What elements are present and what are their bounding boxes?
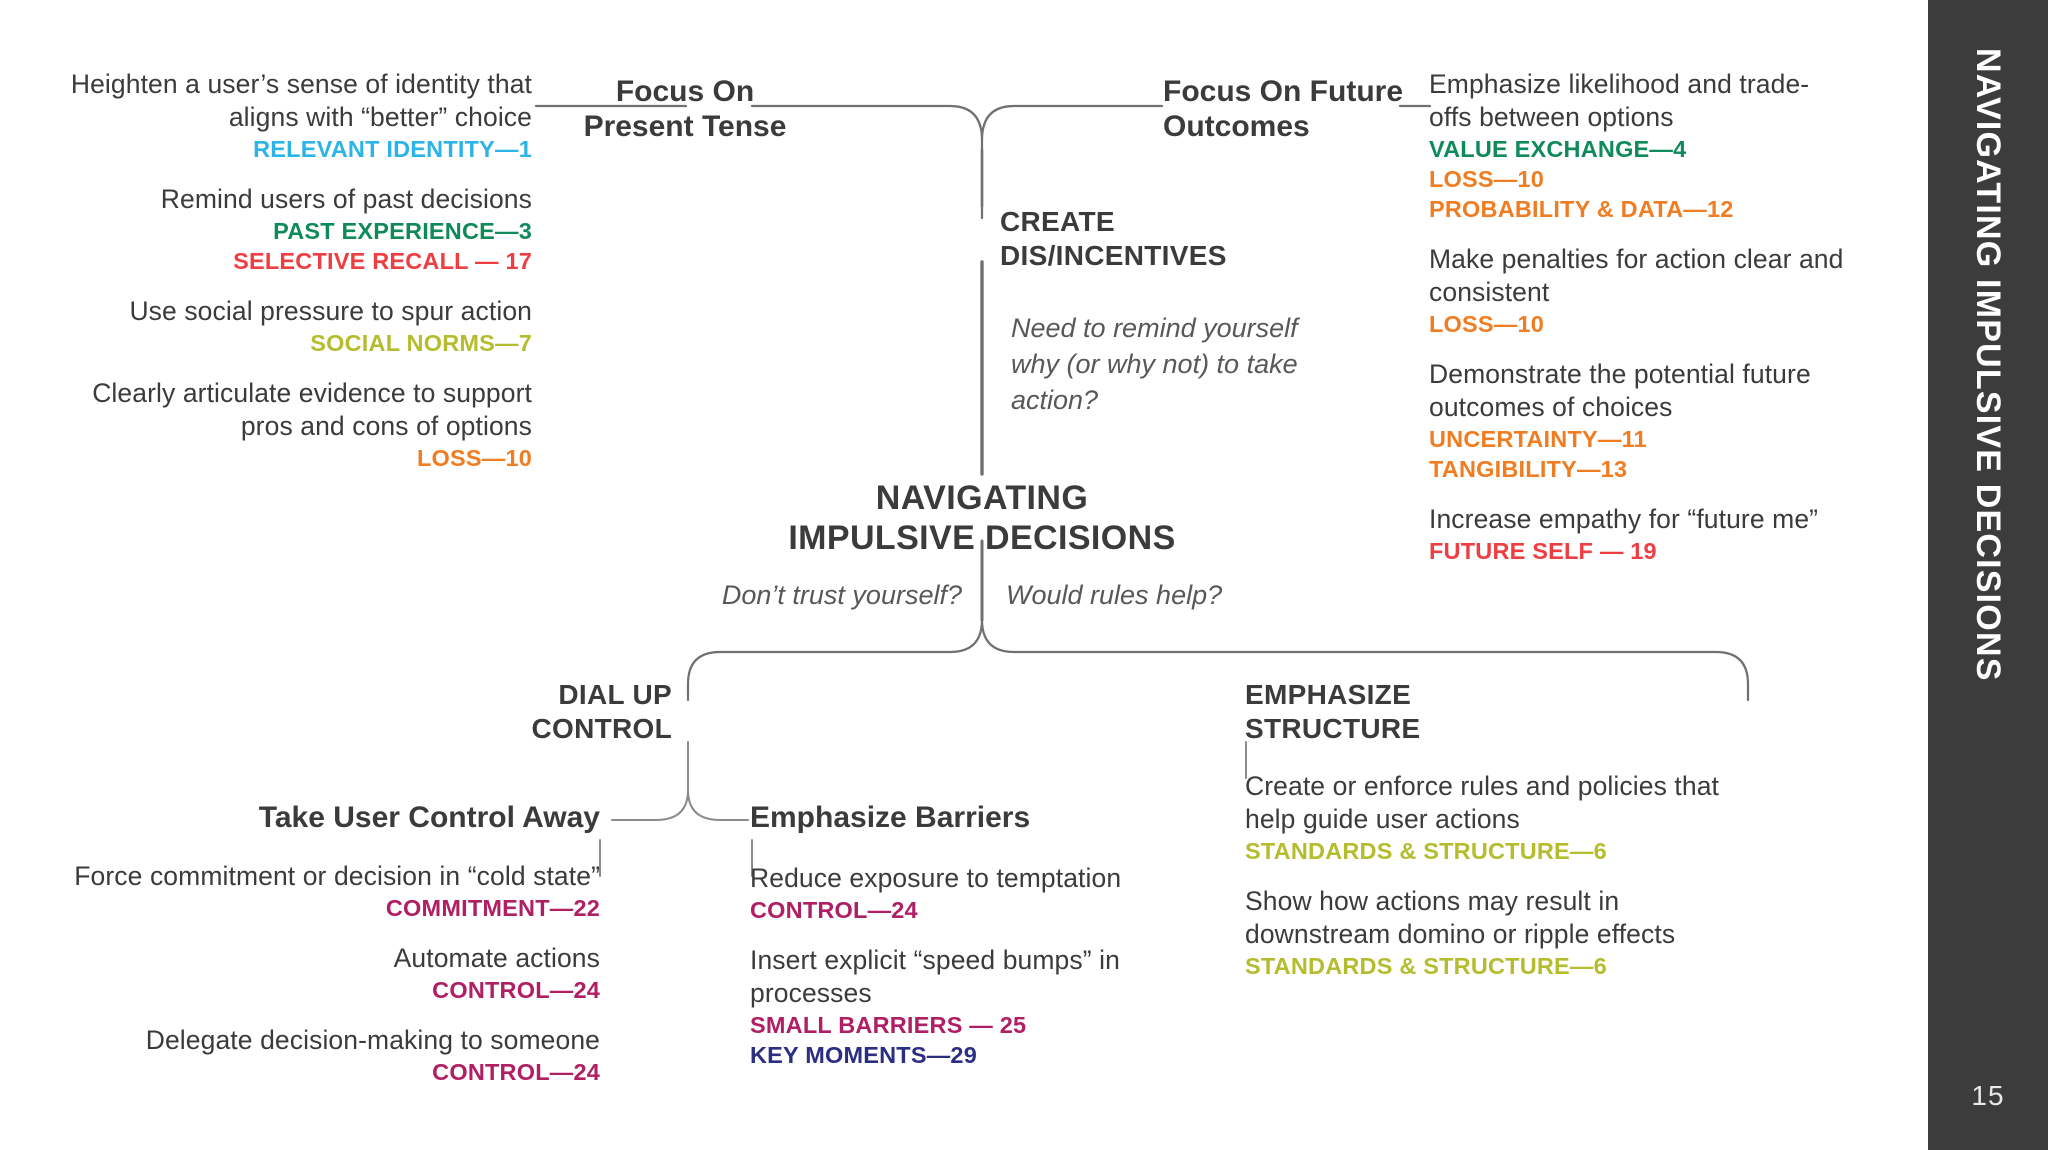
page-number: 15 — [1971, 1080, 2005, 1111]
item-description: Heighten a user’s sense of identity that… — [70, 69, 532, 132]
branch-label-line1: EMPHASIZE — [1245, 679, 1412, 710]
item-description: Automate actions — [393, 943, 600, 973]
question-text: Would rules help? — [1006, 580, 1223, 610]
item-penalties: Make penalties for action clear and cons… — [1429, 243, 1849, 339]
branch-label-future-outcomes: Focus On Future Outcomes — [1163, 74, 1463, 144]
item-description: Create or enforce rules and policies tha… — [1245, 771, 1719, 834]
branch-present-tense-items: Heighten a user’s sense of identity that… — [60, 68, 532, 473]
item-description: Clearly articulate evidence to support p… — [92, 378, 532, 441]
tag-loss: LOSS—10 — [1429, 311, 1545, 337]
tag-social-norms: SOCIAL NORMS—7 — [310, 330, 532, 356]
subbranch-emphasize-barriers: Emphasize Barriers — [750, 800, 1170, 836]
question-would-rules-help: Would rules help? — [1006, 578, 1396, 612]
tag-uncertainty: UNCERTAINTY—11 — [1429, 426, 1647, 452]
tag-control: CONTROL—24 — [432, 977, 600, 1003]
item-description: Increase empathy for “future me” — [1429, 504, 1819, 534]
item-description: Demonstrate the potential future outcome… — [1429, 359, 1811, 422]
item-description: Delegate decision-making to someone — [145, 1025, 600, 1055]
branch-label-line1: Focus On — [615, 75, 755, 108]
tag-relevant-identity: RELEVANT IDENTITY—1 — [253, 136, 532, 162]
item-value-exchange: Emphasize likelihood and trade-offs betw… — [1429, 68, 1849, 224]
item-description: Remind users of past decisions — [160, 184, 532, 214]
tag-probability-data: PROBABILITY & DATA—12 — [1429, 196, 1734, 222]
tag-future-self: FUTURE SELF — 19 — [1429, 538, 1657, 564]
tag-commitment: COMMITMENT—22 — [385, 895, 600, 921]
item-force-commitment: Force commitment or decision in “cold st… — [60, 860, 600, 923]
item-domino-effects: Show how actions may result in downstrea… — [1245, 885, 1735, 981]
subbranch-label: Emphasize Barriers — [750, 801, 1031, 834]
branch-emphasize-structure-items: Create or enforce rules and policies tha… — [1245, 770, 1735, 981]
tag-control: CONTROL—24 — [432, 1059, 600, 1085]
branch-label-line2: Outcomes — [1163, 110, 1310, 143]
tag-standards-structure: STANDARDS & STRUCTURE—6 — [1245, 838, 1607, 864]
tag-control: CONTROL—24 — [750, 897, 918, 923]
item-speed-bumps: Insert explicit “speed bumps” in process… — [750, 944, 1170, 1070]
branch-emphasize-structure: EMPHASIZE STRUCTURE — [1245, 678, 1645, 746]
tag-small-barriers: SMALL BARRIERS — 25 — [750, 1012, 1027, 1038]
item-description: Emphasize likelihood and trade-offs betw… — [1429, 69, 1810, 132]
branch-label-line2: CONTROL — [531, 713, 672, 744]
item-description: Insert explicit “speed bumps” in process… — [750, 945, 1120, 1008]
prompt-text: Need to remind yourself why (or why not)… — [1011, 313, 1298, 415]
item-future-self: Increase empathy for “future me” FUTURE … — [1429, 503, 1849, 566]
item-description: Reduce exposure to temptation — [750, 863, 1122, 893]
branch-future-outcomes-items: Emphasize likelihood and trade-offs betw… — [1429, 68, 1849, 566]
tag-selective-recall: SELECTIVE RECALL — 17 — [233, 248, 532, 274]
item-description: Make penalties for action clear and cons… — [1429, 244, 1844, 307]
branch-label-line1: Focus On Future — [1163, 75, 1403, 108]
tag-past-experience: PAST EXPERIENCE—3 — [273, 218, 532, 244]
branch-label-line1: DIAL UP — [558, 679, 672, 710]
item-description: Force commitment or decision in “cold st… — [74, 861, 600, 891]
question-text: Don’t trust yourself? — [721, 580, 962, 610]
tag-tangibility: TANGIBILITY—13 — [1429, 456, 1628, 482]
item-automate-actions: Automate actions CONTROL—24 — [60, 942, 600, 1005]
sidebar-vertical-title: NAVIGATING IMPULSIVE DECISIONS — [1969, 48, 2007, 682]
branch-label-line1: CREATE — [1000, 206, 1115, 237]
item-future-outcomes: Demonstrate the potential future outcome… — [1429, 358, 1849, 484]
item-relevant-identity: Heighten a user’s sense of identity that… — [60, 68, 532, 164]
prompt-create-incentives: Need to remind yourself why (or why not)… — [1011, 310, 1301, 418]
tag-value-exchange: VALUE EXCHANGE—4 — [1429, 136, 1687, 162]
branch-dial-up-control: DIAL UP CONTROL — [400, 678, 672, 746]
branch-create-incentives: CREATE DIS/INCENTIVES — [1000, 205, 1300, 273]
center-title-line1: NAVIGATING — [875, 479, 1089, 517]
item-delegate-decision: Delegate decision-making to someone CONT… — [60, 1024, 600, 1087]
tag-key-moments: KEY MOMENTS—29 — [750, 1042, 977, 1068]
tag-loss: LOSS—10 — [1429, 166, 1545, 192]
item-description: Use social pressure to spur action — [129, 296, 532, 326]
item-description: Show how actions may result in downstrea… — [1245, 886, 1676, 949]
item-social-norms: Use social pressure to spur action SOCIA… — [60, 295, 532, 358]
branch-label-line2: Present Tense — [583, 110, 787, 143]
tag-standards-structure: STANDARDS & STRUCTURE—6 — [1245, 953, 1607, 979]
item-past-experience: Remind users of past decisions PAST EXPE… — [60, 183, 532, 276]
subbranch-take-user-control-away-items: Force commitment or decision in “cold st… — [60, 860, 600, 1087]
center-title-line2: IMPULSIVE DECISIONS — [788, 519, 1176, 557]
item-loss-evidence: Clearly articulate evidence to support p… — [60, 377, 532, 473]
question-dont-trust-yourself: Don’t trust yourself? — [572, 578, 962, 612]
branch-label-present-tense: Focus On Present Tense — [540, 74, 830, 144]
branch-label-line2: DIS/INCENTIVES — [1000, 240, 1227, 271]
item-reduce-exposure: Reduce exposure to temptation CONTROL—24 — [750, 862, 1170, 925]
center-title: NAVIGATING IMPULSIVE DECISIONS — [682, 478, 1282, 558]
sidebar-rail: NAVIGATING IMPULSIVE DECISIONS 15 — [1928, 0, 2048, 1150]
subbranch-take-user-control-away: Take User Control Away — [200, 800, 600, 836]
subbranch-label: Take User Control Away — [258, 801, 600, 834]
branch-label-line2: STRUCTURE — [1245, 713, 1421, 744]
item-create-enforce-rules: Create or enforce rules and policies tha… — [1245, 770, 1735, 866]
subbranch-emphasize-barriers-items: Reduce exposure to temptation CONTROL—24… — [750, 862, 1170, 1070]
tag-loss: LOSS—10 — [416, 445, 532, 471]
